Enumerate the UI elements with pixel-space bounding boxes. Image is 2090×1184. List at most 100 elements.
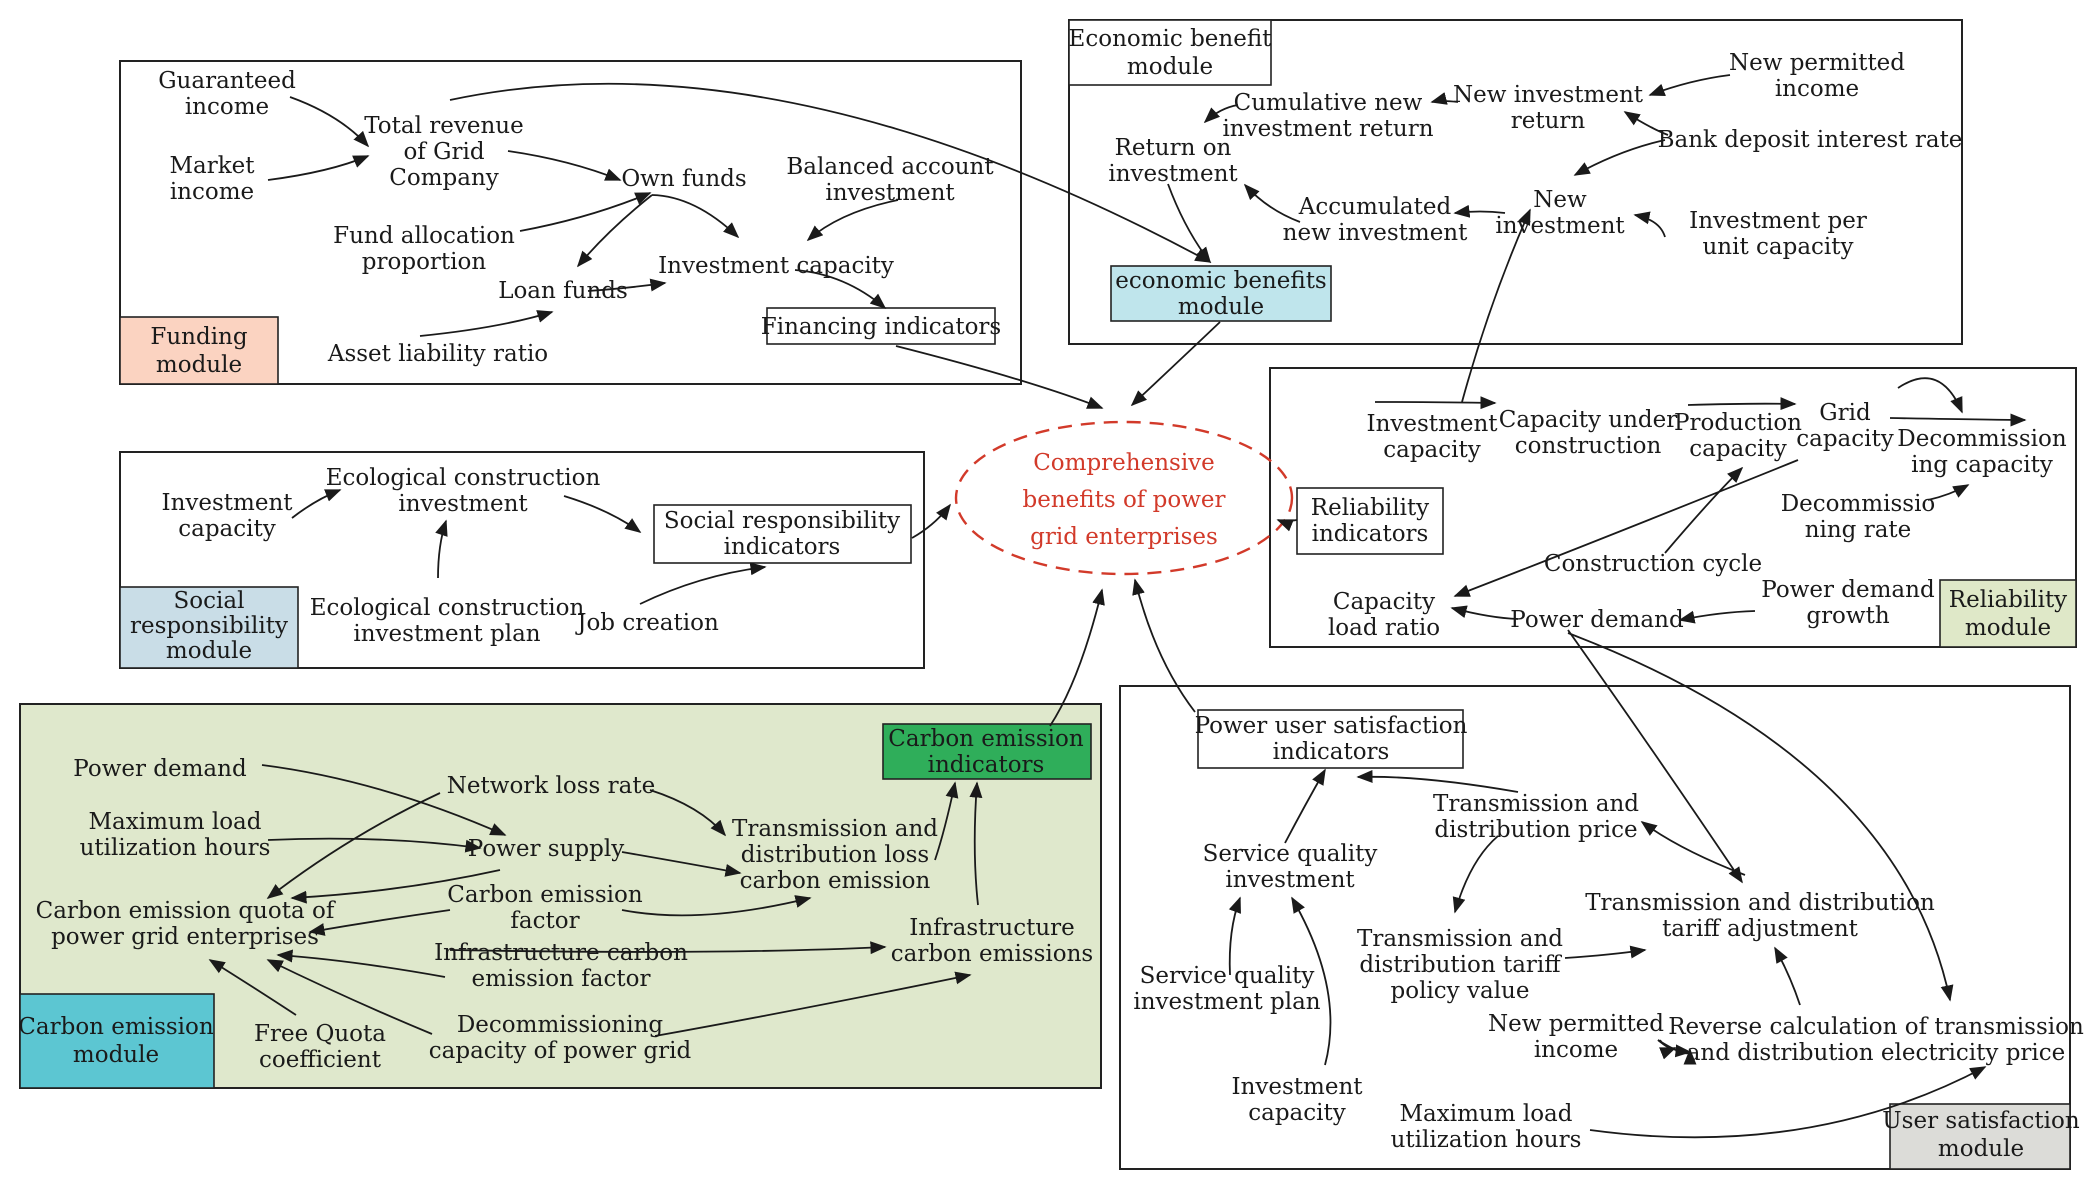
carbon-quota-node-line: Carbon emission quota of	[36, 898, 336, 924]
investment-per-unit-node-line: Investment per	[1689, 208, 1867, 234]
financing-indicators-label: Financing indicators	[761, 314, 1001, 340]
arrow-link	[1450, 605, 1519, 620]
social-investment-capacity-node-line: Investment	[161, 490, 293, 516]
arrow-link	[449, 82, 1212, 263]
arrow-link	[267, 155, 370, 181]
network-loss-node: Network loss rate	[447, 773, 655, 799]
asset-liability-node: Asset liability ratio	[327, 341, 548, 367]
arrow-link	[435, 519, 448, 579]
new-permitted-income-node-line: income	[1775, 76, 1859, 102]
arrow-link	[1461, 208, 1531, 403]
reliability-investment-capacity-node-line: capacity	[1383, 437, 1481, 463]
carbon-decommissioning-node-line: Decommissioning	[457, 1012, 664, 1038]
td-price-node-line: Transmission and	[1433, 791, 1639, 817]
user-module-tag-line: User satisfaction	[1882, 1108, 2080, 1134]
arrow-link	[1927, 484, 1970, 501]
carbon-power-demand-node: Power demand	[73, 756, 247, 782]
accumulated-investment-node-line: Accumulated	[1298, 194, 1452, 220]
economic-module-tag-line: Economic benefit	[1069, 26, 1273, 52]
user-max-load-hours-node-line: Maximum load	[1400, 1101, 1573, 1127]
new-investment-return-node-line: return	[1511, 108, 1586, 134]
arrow-link	[1648, 74, 1731, 96]
arrow-link	[449, 941, 887, 955]
infra-factor-node-line: Infrastructure carbon	[434, 940, 688, 966]
carbon-factor-node-line: factor	[510, 908, 579, 934]
arrow-link	[806, 199, 899, 242]
cumulative-return-node-line: investment return	[1222, 116, 1433, 142]
free-quota-node-line: Free Quota	[254, 1021, 386, 1047]
market-income-node-line: Market	[169, 153, 255, 179]
grid-capacity-node-line: capacity	[1796, 426, 1894, 452]
asset-liability-node-line: Asset liability ratio	[327, 341, 548, 367]
guaranteed-income-node-line: income	[185, 94, 269, 120]
loan-funds-node: Loan funds	[498, 278, 628, 304]
funding-module-frame	[119, 60, 1022, 385]
ecological-plan-node-line: Ecological construction	[310, 595, 585, 621]
cumulative-return-node-line: Cumulative new	[1234, 90, 1423, 116]
construction-cycle-node-line: Construction cycle	[1544, 551, 1762, 577]
arrow-link	[1687, 397, 1797, 411]
arrow-link	[911, 503, 951, 539]
user-max-load-hours-node-line: utilization hours	[1391, 1127, 1582, 1153]
center-goal-label-line: benefits of power	[1023, 487, 1226, 513]
arrow-link	[261, 764, 507, 836]
reliability-module-frame	[1269, 367, 2077, 648]
arrow-link	[1132, 578, 1196, 713]
center-goal-label-line: grid enterprises	[1030, 524, 1218, 550]
grid-capacity-node-line: Grid	[1819, 400, 1871, 426]
bank-deposit-node: Bank deposit interest rate	[1658, 127, 1963, 153]
service-quality-investment-node-line: Service quality	[1203, 841, 1378, 867]
own-funds-node-line: Own funds	[621, 166, 746, 192]
user-module-tag-line: module	[1938, 1136, 2024, 1162]
network-loss-node-line: Network loss rate	[447, 773, 655, 799]
arrow-link	[1573, 139, 1666, 176]
own-funds-node: Own funds	[621, 166, 746, 192]
economic-module-frame	[1068, 19, 1963, 345]
service-quality-plan-node-line: investment plan	[1133, 989, 1320, 1015]
decommissioning-capacity-node-line: Decommission	[1897, 426, 2067, 452]
new-investment-return-node-line: New investment	[1453, 82, 1644, 108]
ecological-investment-node-line: Ecological construction	[326, 465, 601, 491]
fund-allocation-node-line: Fund allocation	[333, 223, 515, 249]
arrow-link	[308, 909, 451, 936]
arrow-link	[1453, 204, 1506, 218]
carbon-decommissioning-node-line: capacity of power grid	[429, 1038, 692, 1064]
reliability-indicators-label-line: indicators	[1312, 521, 1429, 547]
causal-links	[208, 74, 2027, 1139]
decommissioning-capacity-node-line: ing capacity	[1911, 452, 2053, 478]
arrow-link	[1567, 629, 1743, 884]
social-indicators-label-line: Social responsibility	[664, 508, 900, 534]
td-loss-emission-node-line: carbon emission	[740, 868, 931, 894]
job-creation-node: Job creation	[575, 610, 719, 636]
arrow-link	[1276, 519, 1298, 532]
production-capacity-node-line: Production	[1674, 410, 1802, 436]
market-income-node-line: income	[170, 179, 254, 205]
user-new-permitted-income-node-line: income	[1534, 1037, 1618, 1063]
arrow-link	[1678, 610, 1756, 624]
arrow-link	[1130, 321, 1221, 407]
